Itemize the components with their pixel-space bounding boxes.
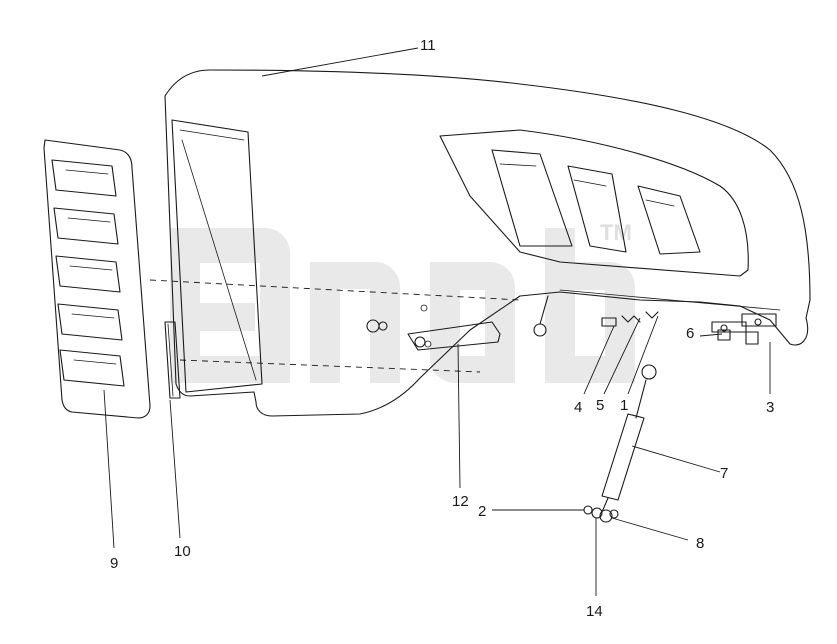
callout-11: 11	[420, 37, 436, 54]
callout-2: 2	[478, 503, 486, 520]
part-10-seal-strip	[164, 321, 181, 399]
part-7-gas-strut	[601, 364, 657, 513]
callout-labels: 11 1 2 3 4 5 6 7 8 9 10 12 14	[110, 37, 774, 620]
watermark-logo: TM	[170, 220, 635, 383]
callout-1: 1	[620, 397, 628, 414]
callout-4: 4	[574, 399, 582, 416]
callout-10: 10	[174, 543, 191, 560]
callout-14: 14	[586, 603, 603, 620]
callout-9: 9	[110, 555, 118, 572]
leader-lines	[103, 47, 771, 596]
callout-6: 6	[686, 325, 694, 342]
part-9-grille-panel	[43, 139, 151, 419]
callout-8: 8	[696, 535, 704, 552]
part-11-cover-body	[149, 69, 811, 417]
parts-washers	[583, 505, 619, 523]
part-12-latch-lever	[407, 321, 501, 351]
callout-5: 5	[596, 397, 604, 414]
callout-3: 3	[766, 399, 774, 416]
callout-12: 12	[452, 493, 469, 510]
watermark-tm: TM	[600, 220, 632, 245]
callout-7: 7	[720, 465, 728, 482]
